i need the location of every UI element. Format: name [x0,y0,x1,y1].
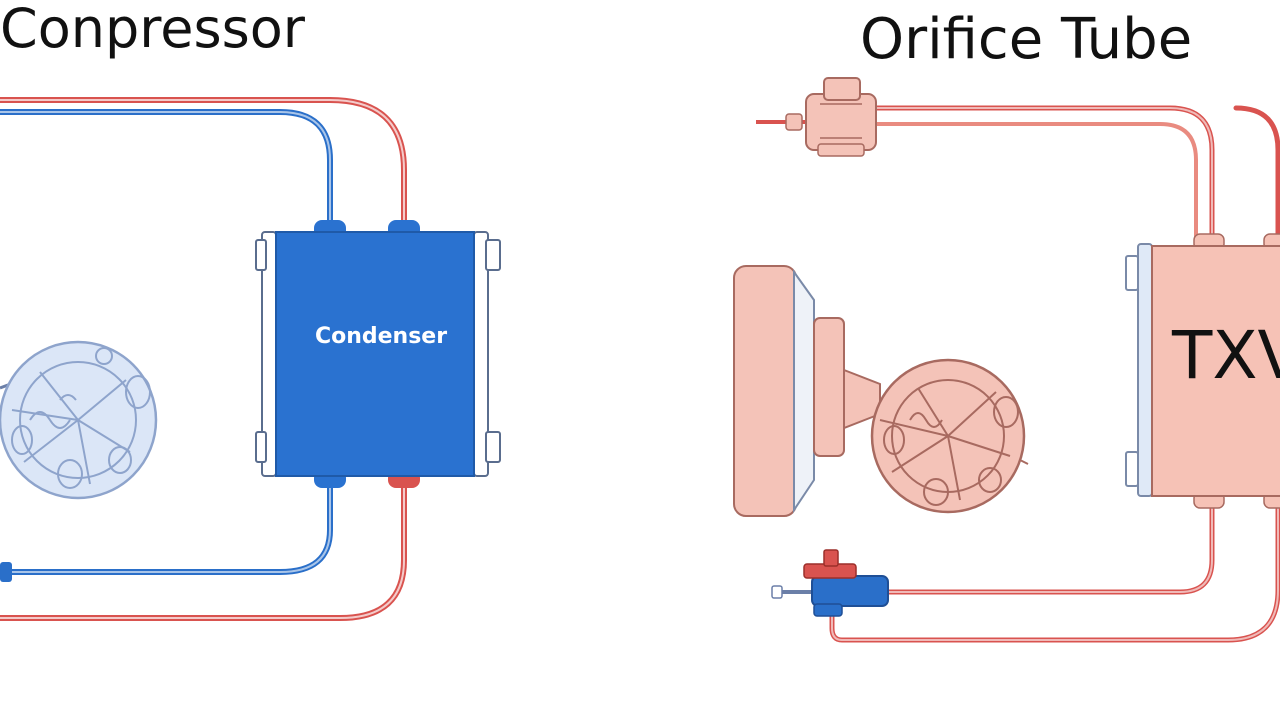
left-refrigerant-lines [0,97,407,621]
right-refrigerant-lines [829,105,1280,643]
txv-valve-icon: TXV [1125,233,1280,509]
high-pressure-line-mid-right [870,122,1198,242]
high-pressure-line-top [0,97,407,231]
high-pressure-line-outer-right [1233,105,1280,243]
condenser-icon: Condenser [255,220,501,488]
low-pressure-line-top [0,109,333,231]
high-pressure-line-top-right [869,105,1215,243]
right-diagram-title: Orifice Tube [860,7,1193,72]
right-compressor-icon [733,265,1029,517]
txv-label: TXV [1171,317,1280,394]
high-pressure-line-bottom [0,475,407,621]
left-system: Condenser [0,97,501,621]
line-bottom-right-1 [877,497,1215,595]
left-compressor-icon [0,340,158,500]
service-port-icon [771,549,889,617]
orifice-valve-icon [756,77,877,157]
condenser-label: Condenser [315,324,447,349]
left-diagram-title: Conpressor [0,0,305,60]
right-system: TXV [733,77,1280,643]
left-service-port-icon [0,562,12,582]
